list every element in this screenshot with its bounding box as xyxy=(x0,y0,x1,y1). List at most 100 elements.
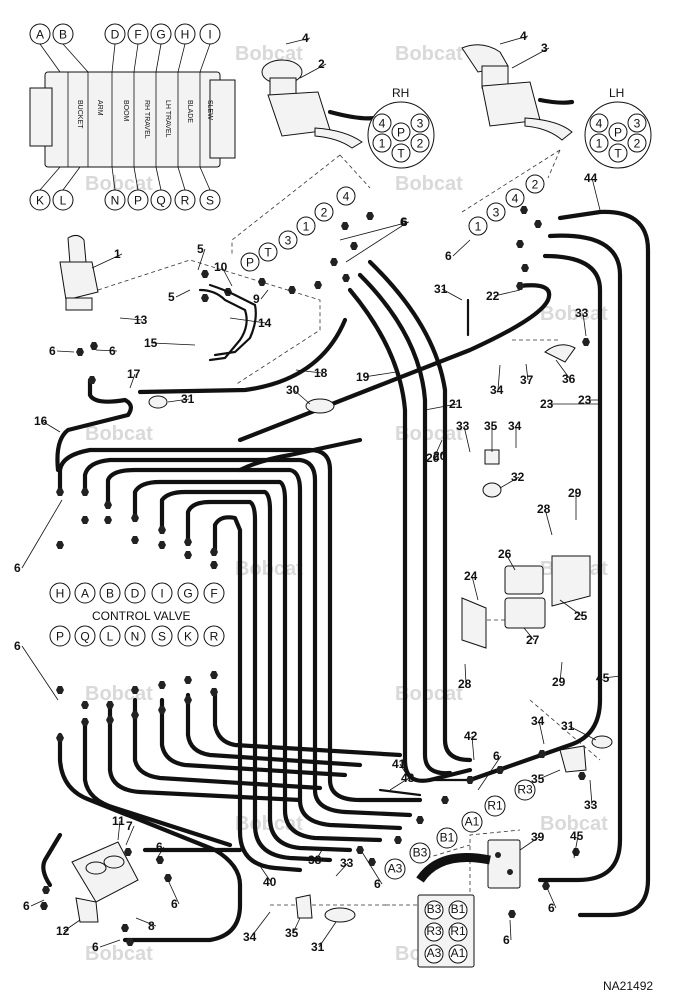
callout-number: 3 xyxy=(541,41,548,55)
fitting-nut xyxy=(88,376,96,384)
joystick-pin-text: 1 xyxy=(596,136,603,150)
rh-hose-marker: 4 xyxy=(336,186,356,206)
callout: 40 xyxy=(259,865,277,889)
callout: 28 xyxy=(458,663,472,691)
fitting-nut xyxy=(184,538,192,546)
valve-bottom-port-text: S xyxy=(206,193,214,207)
callout-number: 37 xyxy=(520,373,534,387)
joystick-pin-text: T xyxy=(614,146,622,160)
callout-number: 33 xyxy=(456,419,470,433)
callout-number: 34 xyxy=(490,383,504,397)
callout-number: 18 xyxy=(314,366,328,380)
key-grid-port-text: A1 xyxy=(451,946,466,960)
fitting-nut xyxy=(582,338,590,346)
fitting-nut xyxy=(76,348,84,356)
callout-number: 31 xyxy=(434,282,448,296)
fitting-nut xyxy=(81,488,89,496)
bracket-24 xyxy=(461,597,487,649)
bottom-marker-text: A3 xyxy=(388,862,403,876)
valve-bottom-port-text: K xyxy=(36,193,44,207)
pipe-assembly-14 xyxy=(198,283,257,362)
joystick-pin: P xyxy=(391,122,411,142)
callout: 33 xyxy=(456,419,471,453)
upper-bank-port-text: D xyxy=(131,586,140,600)
joystick-pin-text: 4 xyxy=(379,116,386,130)
fitting-nut xyxy=(156,856,164,864)
fitting-nut xyxy=(81,516,89,524)
rh-joystick xyxy=(261,59,378,149)
fitting-nut xyxy=(184,676,192,684)
callout: 31 xyxy=(311,921,337,954)
callout: 6 xyxy=(167,879,180,911)
callout-number: 6 xyxy=(503,933,510,947)
fitting-nut xyxy=(164,874,172,882)
callout: 34 xyxy=(531,714,545,745)
callout-number: 45 xyxy=(570,829,584,843)
fitting-nut xyxy=(131,536,139,544)
fitting-nut xyxy=(56,541,64,549)
callout: 34 xyxy=(508,419,522,448)
callout-number: 7 xyxy=(126,819,133,833)
callout-number: 35 xyxy=(484,419,498,433)
callout-number: 21 xyxy=(449,397,463,411)
callout-number: 33 xyxy=(340,856,354,870)
clip-35-bottom xyxy=(295,894,313,919)
rh-hose-marker-text: 1 xyxy=(303,219,310,233)
callout: 27 xyxy=(523,627,540,647)
key-grid-port: B3 xyxy=(424,900,444,920)
rh-hose-marker: 1 xyxy=(296,216,316,236)
clamp-31-right xyxy=(591,735,613,749)
callout-number: 5 xyxy=(168,290,175,304)
callout: 5 xyxy=(168,289,191,304)
manifold-12 xyxy=(71,841,139,923)
callout-number: 31 xyxy=(311,940,325,954)
callout: 1 xyxy=(91,247,123,269)
fitting-nut xyxy=(288,286,296,294)
fitting-nut xyxy=(184,696,192,704)
callout-number: 6 xyxy=(171,897,178,911)
upper-bank-port: I xyxy=(151,582,173,604)
clamp-35 xyxy=(484,449,500,465)
joystick-pin-text: T xyxy=(397,146,405,160)
joystick-pin-text: 3 xyxy=(417,116,424,130)
callout: 12 xyxy=(56,919,81,938)
fitting-nut xyxy=(104,501,112,509)
fitting-nut xyxy=(104,516,112,524)
rh-hose-marker: 3 xyxy=(278,230,298,250)
valve-section-label: BUCKET xyxy=(76,100,83,129)
joystick-pin: 1 xyxy=(372,133,392,153)
fitting-nut xyxy=(368,858,376,866)
callout-number: 1 xyxy=(114,247,121,261)
lh-joystick xyxy=(461,44,575,141)
key-grid-port: R1 xyxy=(448,922,468,942)
callout: 18 xyxy=(295,366,328,380)
connector-27 xyxy=(504,597,546,629)
lower-bank-port-text: Q xyxy=(80,629,89,643)
fitting-nut xyxy=(394,836,402,844)
callout-number: 24 xyxy=(464,569,478,583)
fitting-nut xyxy=(520,206,528,214)
callout: 43 xyxy=(389,771,415,791)
callout-number: 13 xyxy=(134,313,148,327)
valve-section-label: BLADE xyxy=(186,100,193,123)
valve-top-port-text: I xyxy=(208,27,211,41)
fitting-nut xyxy=(121,924,129,932)
fitting-nut xyxy=(210,561,218,569)
watermark: Bobcat xyxy=(540,813,608,835)
callout: 25 xyxy=(559,599,588,623)
callout-number: 34 xyxy=(243,930,257,944)
bottom-marker-text: A1 xyxy=(465,815,480,829)
valve-bottom-port-text: N xyxy=(111,193,120,207)
connector-26 xyxy=(504,565,544,595)
callout-number: 29 xyxy=(552,675,566,689)
fitting-nut xyxy=(201,294,209,302)
callout: 34 xyxy=(490,364,504,397)
callout: 6 xyxy=(92,939,121,954)
callout-number: 31 xyxy=(561,719,575,733)
callout: 33 xyxy=(584,779,598,812)
